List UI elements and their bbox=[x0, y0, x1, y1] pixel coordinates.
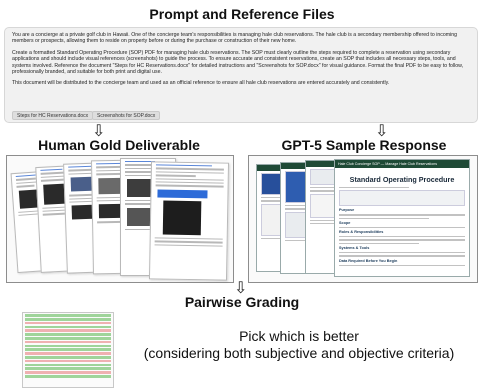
prompt-title: Prompt and Reference Files bbox=[149, 6, 335, 22]
document-page-front bbox=[148, 161, 230, 281]
gpt-title: GPT-5 Sample Response bbox=[281, 137, 447, 153]
grading-instruction: Pick which is better (considering both s… bbox=[116, 328, 482, 362]
grading-title: Pairwise Grading bbox=[184, 294, 300, 310]
grading-thumbnail bbox=[22, 312, 114, 388]
prompt-paragraph-1: You are a concierge at a private golf cl… bbox=[12, 32, 457, 45]
reference-file-chip[interactable]: Screenshots for SOP.docx bbox=[92, 111, 161, 120]
human-title: Human Gold Deliverable bbox=[38, 137, 200, 153]
down-arrow-icon: ⇩ bbox=[375, 123, 389, 140]
prompt-paragraph-3: This document will be distributed to the… bbox=[12, 80, 390, 87]
sop-section: Purpose bbox=[339, 208, 355, 213]
reference-file-chip[interactable]: Steps for HC Reservations.docx bbox=[12, 111, 94, 120]
sop-section: Data Required Before You Begin bbox=[339, 258, 398, 263]
sop-section: Roles & Responsibilities bbox=[339, 230, 384, 235]
sop-title: Standard Operating Procedure bbox=[349, 175, 455, 184]
prompt-paragraph-2: Create a formatted Standard Operating Pr… bbox=[12, 49, 464, 76]
prompt-box bbox=[4, 27, 478, 123]
grading-line-2: (considering both subjective and objecti… bbox=[143, 345, 455, 361]
sop-section: Systems & Tools bbox=[339, 246, 370, 251]
down-arrow-icon: ⇩ bbox=[92, 123, 106, 140]
sop-page-front: Hale Club Concierge SOP — Manage Hale Cl… bbox=[334, 159, 470, 277]
sop-section: Scope bbox=[339, 220, 351, 225]
down-arrow-icon: ⇩ bbox=[234, 280, 248, 297]
prompt-text: You are a concierge at a private golf cl… bbox=[12, 32, 472, 92]
grading-line-1: Pick which is better bbox=[239, 328, 359, 344]
sop-header: Hale Club Concierge SOP — Manage Hale Cl… bbox=[335, 160, 469, 168]
